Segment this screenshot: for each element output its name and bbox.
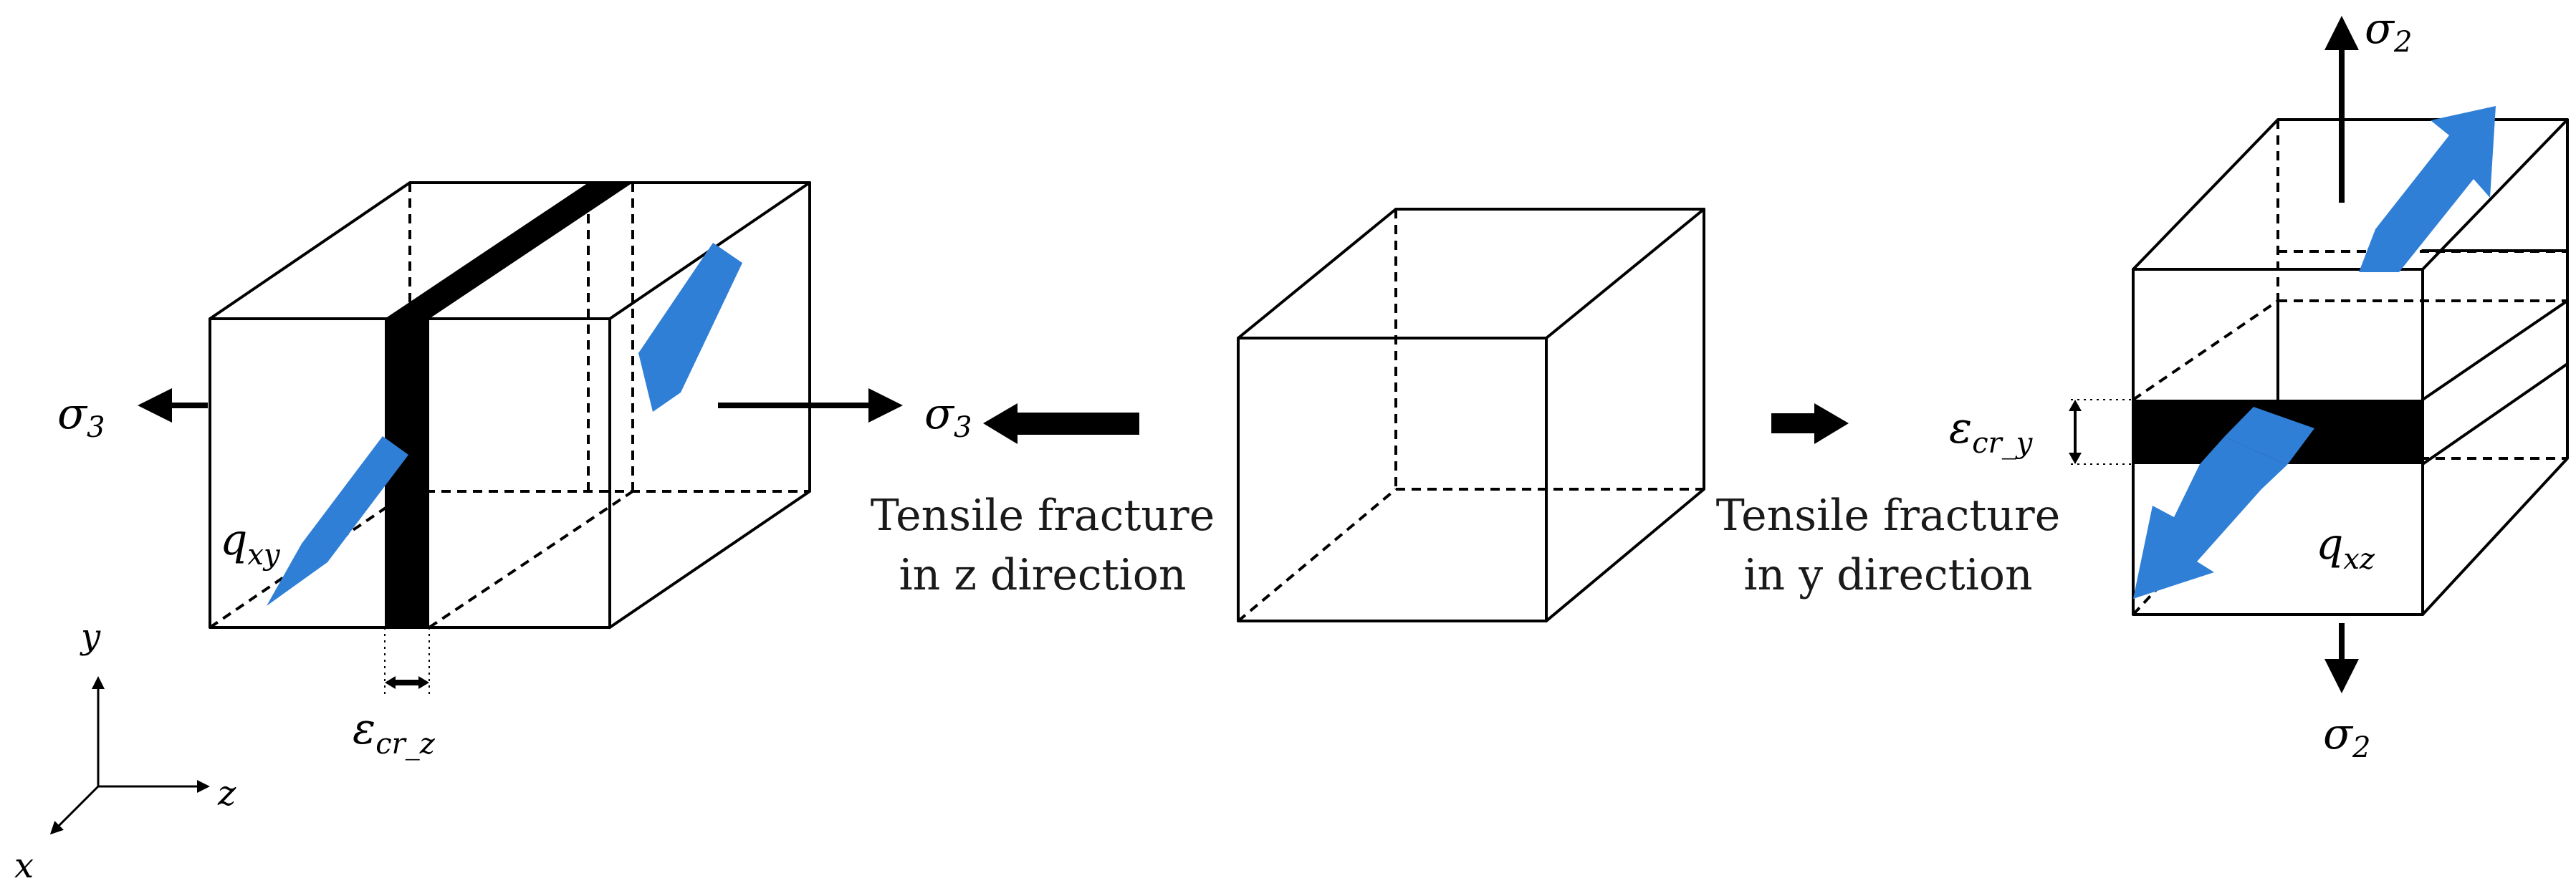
- sigma2-top-label: σ2: [2365, 4, 2412, 59]
- caption-z-line1: Tensile fracture: [871, 491, 1215, 541]
- qxz-label: qxz: [2316, 519, 2375, 576]
- middle-cube: [1237, 208, 1705, 622]
- qxy-label: qxy: [220, 515, 281, 572]
- crack-band-z-top: [385, 183, 633, 319]
- crack-band-z: [385, 319, 429, 627]
- sigma3-right-label: σ3: [924, 389, 972, 444]
- epsilon-cr-z-label: εcr_z: [353, 704, 436, 761]
- left-cube: [209, 181, 811, 695]
- caption-z-line2: in z direction: [899, 550, 1186, 600]
- epsilon-cr-y-label: εcr_y: [1949, 403, 2034, 460]
- shear-arrow-right-lower: [2133, 437, 2287, 599]
- caption-y-line2: in y direction: [1743, 550, 2032, 600]
- axis-y-label: y: [80, 617, 101, 657]
- axis-x-label: x: [14, 846, 34, 886]
- shear-arrow-left-upper: [638, 243, 742, 412]
- axis-z-label: z: [217, 774, 236, 814]
- shear-arrow-left-lower: [267, 436, 408, 606]
- shear-arrow-right-upper: [2359, 106, 2496, 272]
- arrow-to-right-cube: [1814, 403, 1849, 444]
- sigma2-bottom-label: σ2: [2323, 709, 2370, 764]
- coordinate-axes: y z x: [14, 617, 236, 886]
- caption-y-line1: Tensile fracture: [1716, 491, 2060, 541]
- sigma3-left-label: σ3: [57, 389, 105, 444]
